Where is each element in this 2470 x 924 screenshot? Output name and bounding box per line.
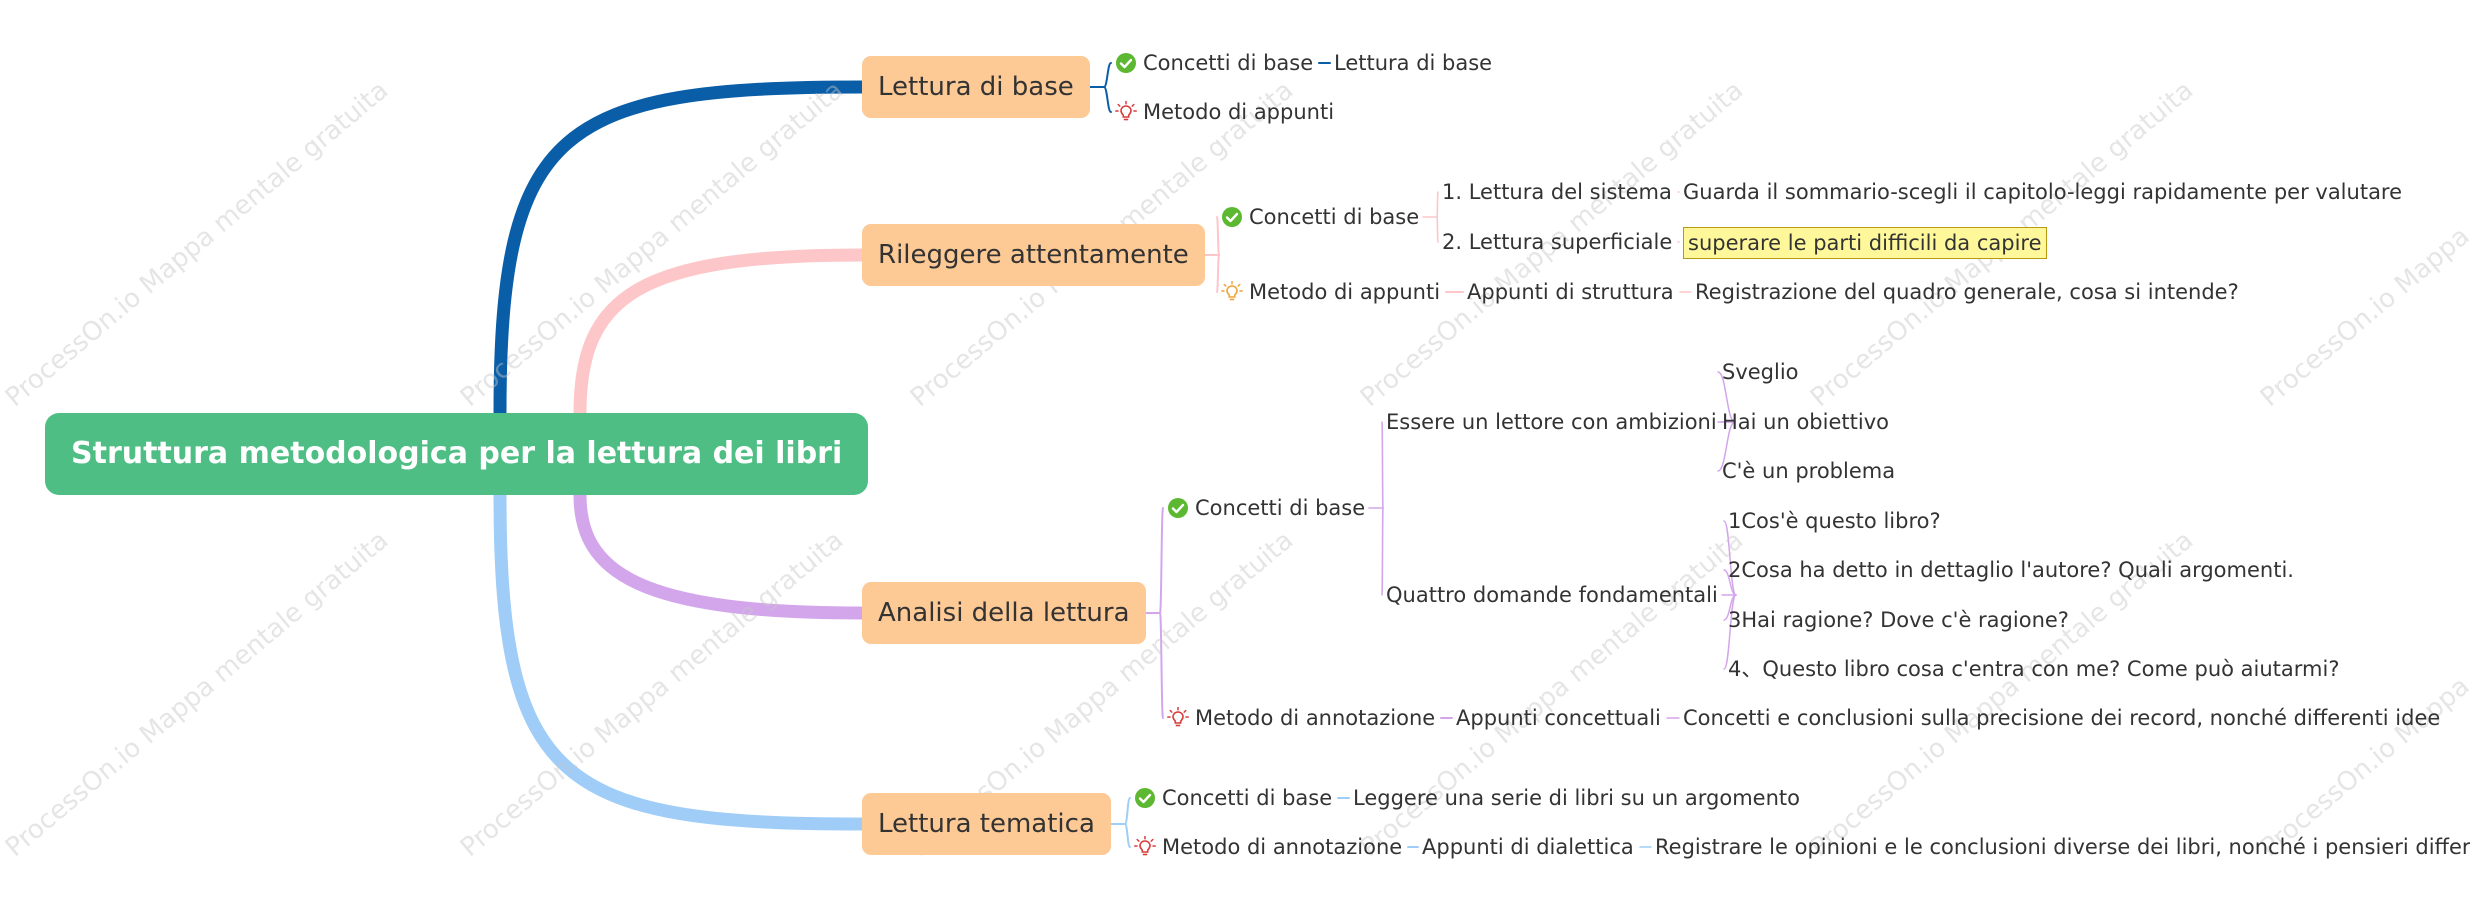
detail-concetti-e-conclusioni-sulla-precisione-[interactable]: Concetti e conclusioni sulla precisione … [1683,706,2441,730]
subtopic-concetti-di-base[interactable]: Concetti di base [1167,493,1365,523]
link-1-0-link-1 [1436,216,1439,243]
branch-0-level1-link-0 [1103,62,1112,88]
branch-1-level1-link-0 [1216,216,1220,256]
subtopic-metodo-di-annotazione[interactable]: Metodo di annotazione [1167,703,1435,733]
detail-registrazione-del-quadro-generale-cosa-s[interactable]: Registrazione del quadro generale, cosa … [1695,280,2239,304]
main-topic-lettura-di-base[interactable]: Lettura di base [862,56,1090,118]
link-2-0-link-0 [1381,421,1384,509]
node-label: Concetti di base [1143,51,1314,75]
branch-line-3 [493,488,869,831]
detail-4-questo-libro-cosa-c-entra-con-me-come-[interactable]: 4、Questo libro cosa c'entra con me? Come… [1728,657,2340,681]
subtopic-metodo-di-appunti[interactable]: Metodo di appunti [1221,277,1440,307]
lightbulb-icon [1167,707,1189,727]
branch-line-0 [493,80,869,420]
detail-1-lettura-del-sistema[interactable]: 1. Lettura del sistema [1442,180,1672,204]
branch-line-2 [573,488,869,620]
detail-quattro-domande-fondamentali[interactable]: Quattro domande fondamentali [1386,583,1718,607]
lightbulb-icon [1221,281,1243,301]
subtopic-concetti-di-base[interactable]: Concetti di base [1134,783,1332,813]
detail-leggere-una-serie-di-libri-su-un-argomen[interactable]: Leggere una serie di libri su un argomen… [1353,786,1800,810]
main-topic-analisi-della-lettura[interactable]: Analisi della lettura [862,582,1146,644]
detail-appunti-di-struttura[interactable]: Appunti di struttura [1467,280,1674,304]
node-label: Metodo di appunti [1249,280,1441,304]
node-label: Concetti di base [1162,786,1333,810]
subtopic-concetti-di-base[interactable]: Concetti di base [1115,48,1313,78]
link-2-0-link-1 [1381,507,1384,596]
node-label: Concetti di base [1249,205,1420,229]
detail-1cos-questo-libro[interactable]: 1Cos'è questo libro? [1728,509,1941,533]
link-2-0-1-link-1 [1723,569,1737,596]
main-topic-rileggere-attentamente[interactable]: Rileggere attentamente [862,224,1205,286]
branch-0-level1-link-1 [1103,86,1112,113]
detail-2-lettura-superficiale[interactable]: 2. Lettura superficiale [1442,230,1673,254]
detail-sveglio[interactable]: Sveglio [1722,360,1799,384]
detail-c-un-problema[interactable]: C'è un problema [1722,459,1896,483]
branch-2-level1-link-1 [1159,612,1164,719]
detail-3hai-ragione-dove-c-ragione[interactable]: 3Hai ragione? Dove c'è ragione? [1728,608,2069,632]
detail-registrare-le-opinioni-e-le-conclusioni-[interactable]: Registrare le opinioni e le conclusioni … [1655,835,2470,859]
branch-1-level1-link-1 [1216,254,1220,293]
root-topic[interactable]: Struttura metodologica per la lettura de… [45,413,869,495]
branch-3-level1-link-0 [1124,797,1131,825]
lightbulb-icon [1115,101,1137,121]
node-label: Metodo di annotazione [1162,835,1403,859]
main-topic-lettura-tematica[interactable]: Lettura tematica [862,793,1111,855]
node-label: Metodo di annotazione [1195,706,1436,730]
detail-lettura-di-base[interactable]: Lettura di base [1334,51,1493,75]
check-circle-icon [1168,498,1188,518]
detail-appunti-di-dialettica[interactable]: Appunti di dialettica [1422,835,1634,859]
link-2-0-1-link-3 [1723,594,1737,670]
node-label: Metodo di appunti [1143,100,1335,124]
link-1-0-link-0 [1436,191,1439,218]
check-circle-icon [1116,53,1136,73]
link-2-0-0-link-0 [1717,371,1736,423]
link-2-0-0-link-2 [1717,421,1736,472]
detail-hai-un-obiettivo[interactable]: Hai un obiettivo [1722,410,1889,434]
link-2-0-1-link-0 [1723,520,1737,596]
detail-guarda-il-sommario-scegli-il-capitolo-le[interactable]: Guarda il sommario-scegli il capitolo-le… [1683,180,2403,204]
check-circle-icon [1135,788,1155,808]
node-label: Concetti di base [1195,496,1366,520]
subtopic-metodo-di-annotazione[interactable]: Metodo di annotazione [1134,832,1402,862]
detail-appunti-concettuali[interactable]: Appunti concettuali [1456,706,1661,730]
branch-line-1 [573,248,869,420]
detail-superare-le-parti-difficili-da-capire[interactable]: superare le parti difficili da capire [1683,227,2047,259]
lightbulb-icon [1134,836,1156,856]
subtopic-concetti-di-base[interactable]: Concetti di base [1221,202,1419,232]
subtopic-metodo-di-appunti[interactable]: Metodo di appunti [1115,97,1334,127]
branch-3-level1-link-1 [1124,823,1131,848]
detail-2cosa-ha-detto-in-dettaglio-l-autore-qua[interactable]: 2Cosa ha detto in dettaglio l'autore? Qu… [1728,558,2294,582]
check-circle-icon [1222,207,1242,227]
branch-2-level1-link-0 [1159,507,1164,614]
detail-essere-un-lettore-con-ambizioni[interactable]: Essere un lettore con ambizioni [1386,410,1717,434]
